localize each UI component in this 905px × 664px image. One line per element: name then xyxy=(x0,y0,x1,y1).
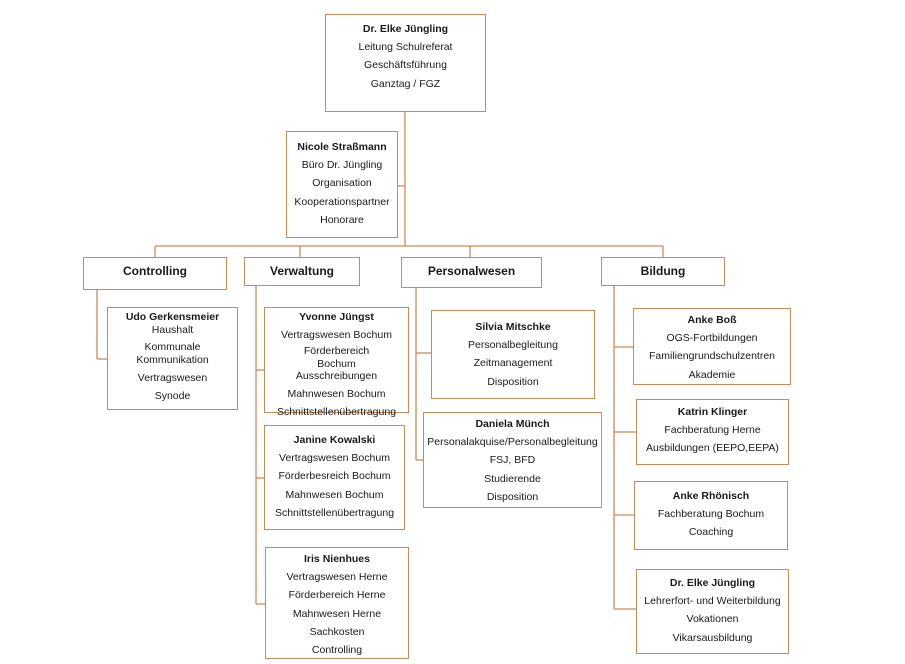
person-box-kowalski: Janine Kowalski Vertragswesen Bochum För… xyxy=(264,425,405,530)
person-box-boss: Anke Boß OGS-Fortbildungen Familiengrund… xyxy=(633,308,791,385)
person-box-nienhues: Iris Nienhues Vertragswesen Herne Förder… xyxy=(265,547,409,659)
person-name: Yvonne Jüngst xyxy=(299,311,374,323)
person-box-mitschke: Silvia Mitschke Personalbegleitung Zeitm… xyxy=(431,310,595,399)
person-name: Nicole Straßmann xyxy=(297,141,387,153)
role-line: Akademie xyxy=(688,368,736,381)
role-line: Honorare xyxy=(320,213,364,226)
person-name: Udo Gerkensmeier xyxy=(125,311,220,323)
role-line: Fachberatung Bochum xyxy=(657,508,765,521)
role-line: Synode xyxy=(154,390,191,403)
assistant-box: Nicole Straßmann Büro Dr. Jüngling Organ… xyxy=(286,131,398,238)
role-line: Büro Dr. Jüngling xyxy=(301,159,383,172)
department-bildung: Bildung xyxy=(601,257,725,286)
department-title: Controlling xyxy=(123,264,187,278)
role-line: Vertragswesen Bochum xyxy=(281,329,392,342)
role-line: Studierende xyxy=(484,472,541,485)
person-name: Katrin Klinger xyxy=(677,406,748,418)
person-box-muench: Daniela Münch Personalakquise/Personalbe… xyxy=(423,412,602,508)
role-line: Disposition xyxy=(487,375,539,388)
role-line: Vertragswesen Bochum xyxy=(279,452,390,465)
person-box-gerkensmeier: Udo Gerkensmeier Haushalt Kommunale Komm… xyxy=(107,307,238,410)
person-name: Iris Nienhues xyxy=(304,553,370,565)
role-line: Sachkosten xyxy=(309,625,365,638)
head-box: Dr. Elke Jüngling Leitung Schulreferat G… xyxy=(325,14,486,112)
person-name: Dr. Elke Jüngling xyxy=(362,23,449,35)
person-name: Silvia Mitschke xyxy=(475,321,551,333)
person-box-juengling-bildung: Dr. Elke Jüngling Lehrerfort- und Weiter… xyxy=(636,569,789,654)
role-line: Disposition xyxy=(486,490,539,503)
department-title: Personalwesen xyxy=(427,264,516,278)
role-line: Personalakquise/Personalbegleitung xyxy=(427,436,598,449)
person-name: Daniela Münch xyxy=(475,418,550,430)
role-line: Vikarsausbildung xyxy=(672,631,753,644)
role-line: Coaching xyxy=(688,526,734,539)
person-name: Dr. Elke Jüngling xyxy=(669,577,756,589)
role-line: Mahnwesen Herne xyxy=(292,607,382,620)
role-line: Kommunale Kommunikation xyxy=(136,341,209,366)
person-box-klinger: Katrin Klinger Fachberatung Herne Ausbil… xyxy=(636,399,789,465)
department-controlling: Controlling xyxy=(83,257,227,290)
person-box-rhoenisch: Anke Rhönisch Fachberatung Bochum Coachi… xyxy=(634,481,788,550)
role-line: Förderbereich Bochum Ausschreibungen xyxy=(295,345,378,383)
department-verwaltung: Verwaltung xyxy=(244,257,360,286)
person-name: Anke Rhönisch xyxy=(672,490,750,502)
role-line: Zeitmanagement xyxy=(473,357,553,370)
role-line: Lehrerfort- und Weiterbildung xyxy=(644,595,781,608)
department-title: Verwaltung xyxy=(269,264,334,278)
role-line: Vokationen xyxy=(686,613,739,626)
role-line: Förderbesreich Bochum xyxy=(278,470,391,483)
role-line: Geschäftsführung xyxy=(364,59,447,72)
role-line: Ganztag / FGZ xyxy=(370,77,441,90)
person-box-juengst: Yvonne Jüngst Vertragswesen Bochum Förde… xyxy=(264,307,409,418)
role-line: Controlling xyxy=(311,644,363,657)
role-line: Schnittstellenübertragung xyxy=(276,406,397,419)
role-line: Familiengrundschulzentren xyxy=(648,350,776,363)
role-line: OGS-Fortbildungen xyxy=(666,332,758,345)
role-line: Leitung Schulreferat xyxy=(358,41,453,54)
role-line: Schnittstellenübertragung xyxy=(274,506,395,519)
role-line: Personalbegleitung xyxy=(468,339,558,352)
role-line: Ausbildungen (EEPO,EEPA) xyxy=(646,442,779,455)
role-line: Organisation xyxy=(312,177,372,190)
person-name: Janine Kowalski xyxy=(293,434,376,446)
role-line: FSJ, BFD xyxy=(489,454,536,467)
role-line: Vertragswesen Herne xyxy=(286,571,388,584)
role-line: Kooperationspartner xyxy=(294,195,390,208)
department-personalwesen: Personalwesen xyxy=(401,257,542,288)
role-line: Vertragswesen xyxy=(137,372,208,384)
role-line: Mahnwesen Bochum xyxy=(285,488,384,501)
role-line: Haushalt xyxy=(151,324,194,336)
department-title: Bildung xyxy=(640,264,686,278)
role-line: Mahnwesen Bochum xyxy=(287,387,386,400)
role-line: Fachberatung Herne xyxy=(664,424,761,437)
role-line: Förderbereich Herne xyxy=(288,589,386,602)
person-name: Anke Boß xyxy=(687,314,737,326)
